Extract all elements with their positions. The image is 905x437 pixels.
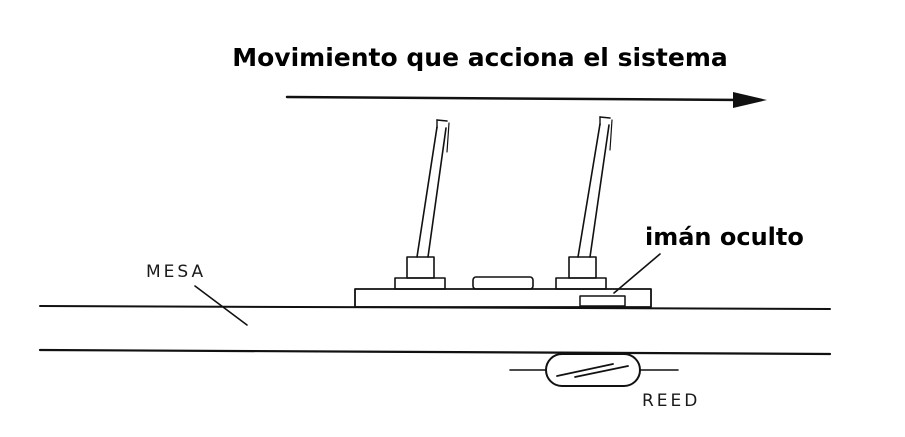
- table-surface: [38, 305, 832, 356]
- magnet-label: imán oculto: [645, 223, 804, 251]
- movement-arrow: [285, 92, 767, 108]
- mesa-label-group: MESA: [146, 262, 248, 326]
- magnet-label-group: imán oculto: [613, 223, 804, 294]
- hidden-magnet: [579, 295, 626, 307]
- left-lever: [394, 119, 450, 290]
- reed-switch: [509, 353, 679, 387]
- right-lever: [555, 116, 613, 290]
- diagram-title: Movimiento que acciona el sistema: [232, 43, 727, 72]
- mesa-label: MESA: [146, 262, 206, 282]
- reed-label: REED: [642, 391, 700, 411]
- carriage: [354, 276, 652, 308]
